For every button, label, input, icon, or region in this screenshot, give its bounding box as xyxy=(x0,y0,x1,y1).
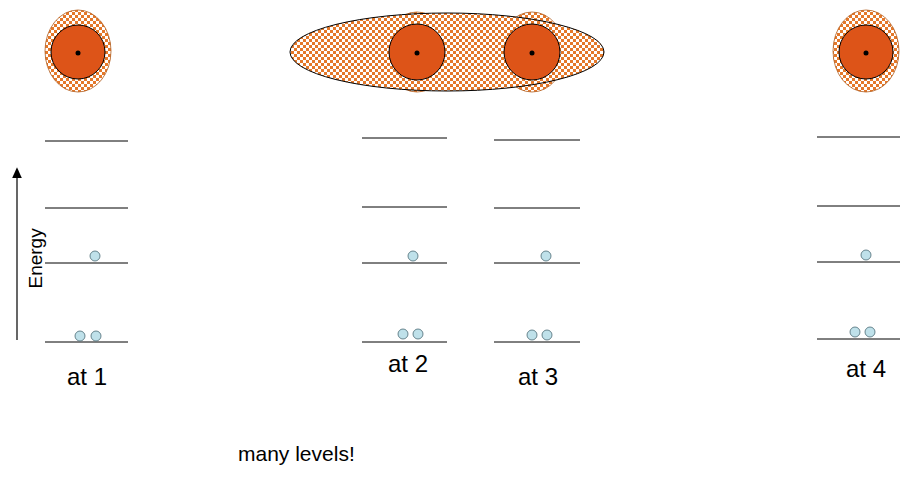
atom-label: at 3 xyxy=(518,364,558,390)
atom-label: at 2 xyxy=(388,351,428,377)
atom-label: at 4 xyxy=(846,356,886,382)
electrons xyxy=(75,250,875,341)
note-text: many levels! xyxy=(238,442,355,465)
molecule-2-3 xyxy=(290,12,604,92)
atom-label: at 1 xyxy=(67,364,107,390)
energy-levels xyxy=(45,137,900,342)
axis-label: Energy xyxy=(26,228,47,288)
atom-4 xyxy=(833,10,899,92)
atom-1 xyxy=(45,10,111,92)
energy-arrow xyxy=(16,172,17,340)
